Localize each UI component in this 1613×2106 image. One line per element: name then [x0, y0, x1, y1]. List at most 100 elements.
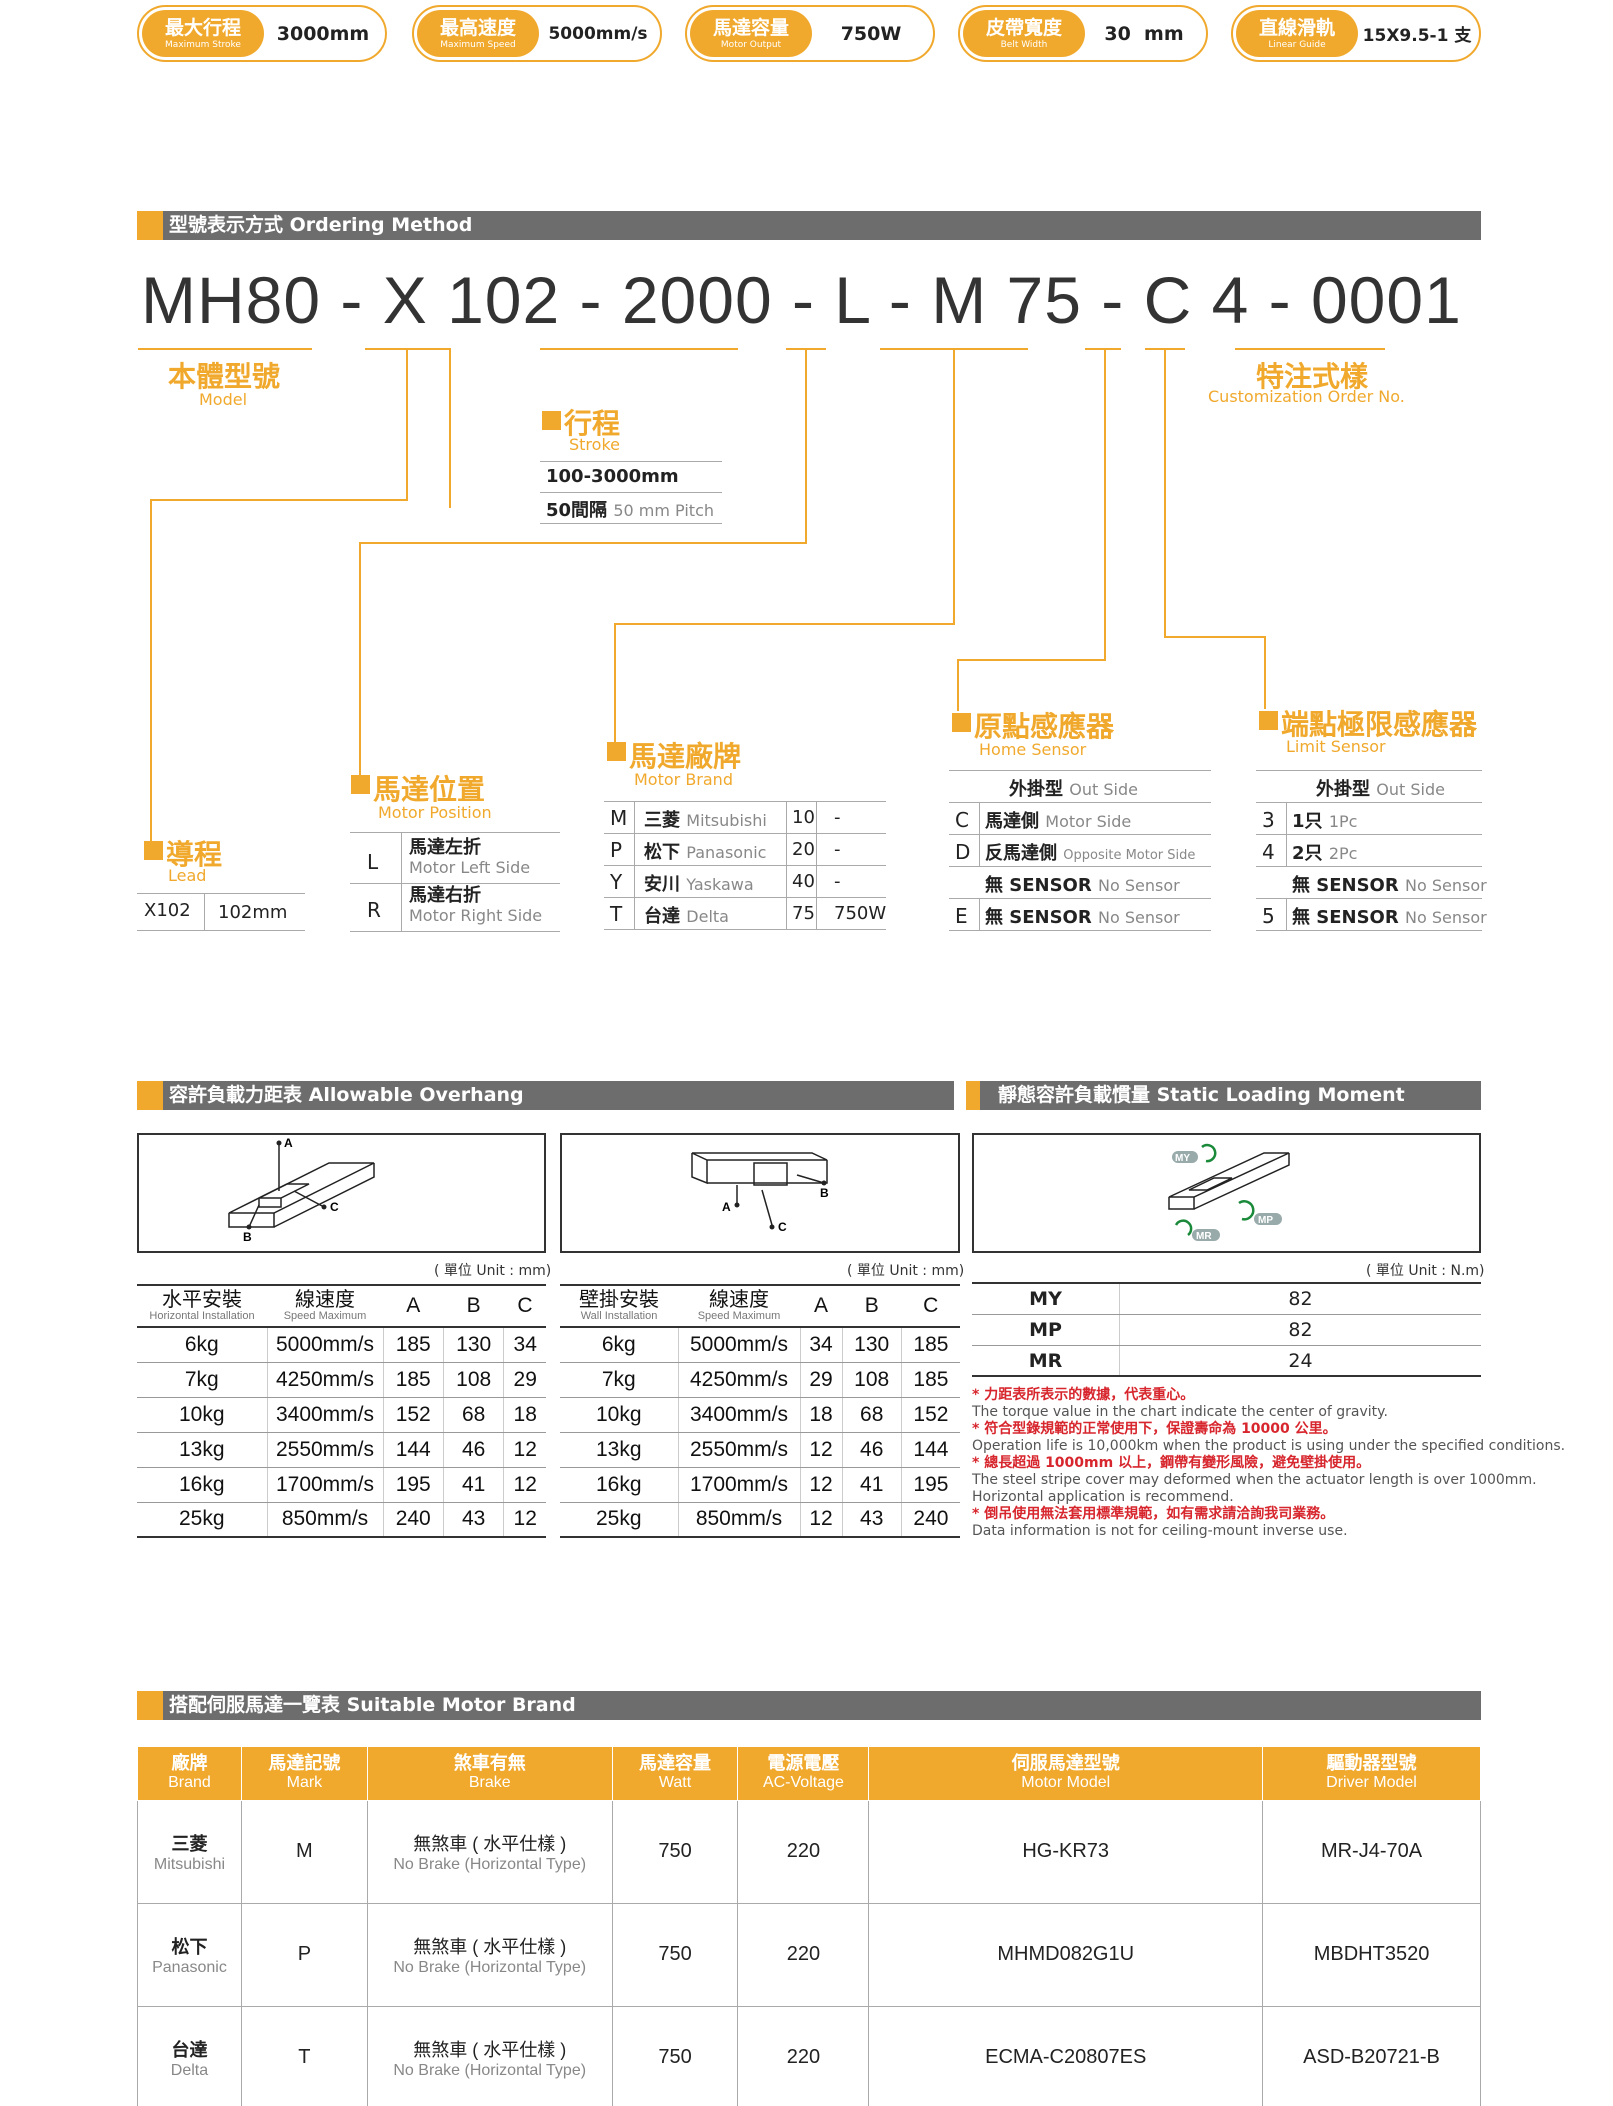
header-zh: 馬達容量: [639, 1753, 712, 1774]
voltage-cell: 220: [737, 1902, 870, 2007]
sensor-en: No Sensor: [1405, 876, 1487, 895]
home-label-en: Home Sensor: [979, 740, 1087, 759]
stroke-marker: [542, 411, 561, 430]
table-cell: 12: [503, 1502, 546, 1538]
sensor-head-en: Out Side: [1376, 780, 1445, 799]
connector-pos-v: [359, 542, 361, 778]
brand-zh: 三菱: [644, 810, 680, 831]
static-moment-diagram: MY MP MR: [972, 1133, 1481, 1253]
watt-cell: 750: [611, 1902, 739, 2007]
lead-marker: [144, 841, 163, 860]
table-cell: 68: [841, 1397, 902, 1433]
brand-watt: 75: [792, 903, 815, 924]
table-cell: 152: [900, 1397, 960, 1433]
table-cell: 1700mm/s: [677, 1467, 800, 1503]
brand-watt: 40: [792, 871, 815, 892]
rule: [350, 931, 560, 932]
sensor-zh: 反馬達側: [985, 843, 1057, 864]
sensor-zh: 無 SENSOR: [1292, 907, 1399, 928]
table-cell: 2550mm/s: [677, 1432, 800, 1468]
table-cell: 16kg: [137, 1467, 267, 1503]
table-cell: 16kg: [560, 1467, 678, 1503]
motor-pos-marker: [351, 775, 370, 794]
motor-model-cell: ECMA-C20807ES: [868, 2005, 1264, 2106]
sensor-head: 外掛型 Out Side: [1009, 775, 1138, 801]
header-en: Mark: [286, 1774, 323, 1792]
col-header: A: [383, 1284, 444, 1328]
header-en: Brake: [468, 1774, 511, 1792]
table-cell: 144: [900, 1432, 960, 1468]
connector-limit-h: [1164, 636, 1266, 638]
rule: [204, 893, 205, 930]
sensor-zh: 無 SENSOR: [985, 875, 1092, 896]
sensor-zh: 2只: [1292, 843, 1323, 864]
overhang-section-header: 容許負載力距表 Allowable Overhang: [137, 1081, 954, 1110]
rule: [350, 883, 560, 884]
sensor-option: 無 SENSOR No Sensor: [1292, 871, 1487, 897]
header-en: Motor Model: [1021, 1774, 1111, 1792]
sensor-en: 1Pc: [1328, 812, 1358, 831]
overhang-unit-left: ( 單位 Unit : mm): [434, 1263, 552, 1279]
brand-en: Panasonic: [686, 843, 767, 862]
motor-pos-label-en: Motor Position: [378, 803, 492, 822]
underline-custom: [1235, 348, 1385, 350]
table-cell: 12: [799, 1467, 843, 1503]
sensor-option: 2只 2Pc: [1292, 839, 1357, 865]
table-cell: 195: [382, 1467, 444, 1503]
motor-model-cell: MHMD082G1U: [868, 1902, 1264, 2007]
rule: [979, 898, 980, 930]
brand-watt: 10: [792, 807, 815, 828]
rule: [604, 833, 886, 834]
svg-text:A: A: [722, 1200, 731, 1214]
lead-code: X102: [144, 900, 191, 921]
brand-name: 台達 Delta: [644, 902, 729, 928]
brand-output: -: [834, 807, 841, 828]
table-cell: 240: [382, 1502, 444, 1538]
table-cell: 185: [382, 1362, 444, 1398]
table-cell: 4250mm/s: [677, 1362, 800, 1398]
brake-zh: 無煞車 ( 水平仕樣 ): [413, 1833, 567, 1854]
underline-home: [1085, 348, 1121, 350]
note-red: * 倒吊使用無法套用標準規範，如有需求請洽詢我司業務。: [972, 1506, 1335, 1522]
sensor-head: 外掛型 Out Side: [1316, 775, 1445, 801]
header-en: Watt: [658, 1774, 692, 1792]
actuator-wall-illustration: A C B: [691, 1152, 829, 1234]
connector-lead-v: [150, 499, 152, 844]
rule: [604, 801, 886, 802]
pos-code: L: [367, 850, 379, 874]
table-cell: 46: [841, 1432, 902, 1468]
rule: [979, 802, 980, 834]
underline-stroke: [540, 348, 738, 350]
svg-text:A: A: [284, 1136, 293, 1150]
col-header: B: [443, 1284, 504, 1328]
table-cell: 43: [841, 1502, 902, 1538]
rule: [1286, 802, 1287, 834]
table-cell: 5000mm/s: [677, 1327, 800, 1363]
sensor-en: Motor Side: [1045, 812, 1132, 831]
motor-model-cell: HG-KR73: [868, 1799, 1264, 1904]
mark-cell: T: [240, 2005, 368, 2106]
rule: [604, 865, 886, 866]
connector-limit-v: [1264, 636, 1266, 709]
connector-brand-h: [614, 623, 955, 625]
rule: [137, 930, 305, 931]
col-header: C: [503, 1284, 546, 1328]
table-cell: 144: [382, 1432, 444, 1468]
sensor-zh: 無 SENSOR: [985, 907, 1092, 928]
rule: [1256, 834, 1482, 835]
brand-zh: 松下: [171, 1936, 208, 1957]
table-cell: 185: [900, 1362, 960, 1398]
